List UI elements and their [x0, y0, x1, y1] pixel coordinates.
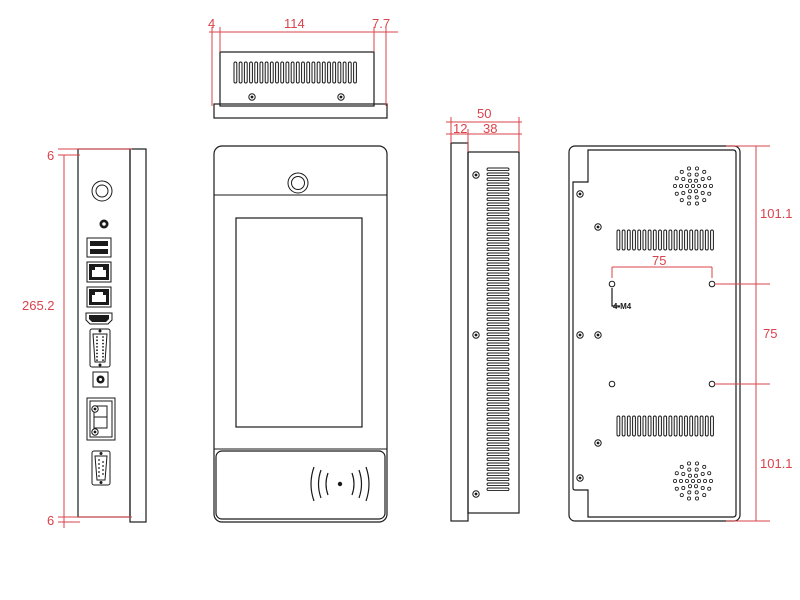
front-view [213, 145, 388, 523]
camera-icon [287, 172, 309, 194]
screw-icon [472, 490, 480, 498]
back-vent-bottom [616, 415, 714, 437]
port-side-view: 6 265.2 6 [22, 148, 147, 528]
ethernet-port-icon [86, 286, 112, 308]
audio-jack-icon [99, 219, 109, 229]
top-view: 4 114 7.7 [208, 16, 398, 119]
dim-left-top-margin: 6 [47, 148, 54, 163]
top-vent-slots [233, 61, 357, 84]
dim-side-back: 38 [483, 121, 497, 136]
profile-view: 50 12 38 [446, 106, 522, 522]
dim-left-bottom-margin: 6 [47, 513, 54, 528]
screw-icon [576, 331, 584, 339]
back-view: 75 4-M4 101.1 75 101.1 [568, 145, 793, 522]
screw-icon [576, 474, 584, 482]
dim-side-front: 12 [453, 121, 467, 136]
dim-left-height: 265.2 [22, 298, 55, 313]
terminal-block-icon [86, 397, 116, 441]
dim-top-right: 7.7 [372, 16, 390, 31]
screw-icon [472, 331, 480, 339]
ethernet-port-icon [86, 261, 112, 283]
dim-top-width: 114 [284, 16, 305, 31]
dim-back-bottom: 101.1 [760, 456, 793, 471]
speaker-grille-icon [673, 461, 714, 501]
side-vent-slots [486, 167, 510, 492]
dim-back-middle: 75 [763, 326, 777, 341]
dim-back-top: 101.1 [760, 206, 793, 221]
screw-icon [472, 171, 480, 179]
screw-icon [594, 223, 602, 231]
mount-label: 4-M4 [613, 302, 632, 311]
dim-side-total: 50 [477, 106, 491, 121]
screw-icon [248, 93, 256, 101]
power-button-icon [91, 180, 113, 202]
screw-icon [594, 439, 602, 447]
screw-icon [337, 93, 345, 101]
vga-port-icon [89, 328, 111, 368]
hdmi-port-icon [85, 312, 113, 325]
speaker-grille-icon [673, 166, 714, 206]
back-vent-top [616, 229, 714, 251]
display-screen [235, 217, 363, 428]
dim-top-left: 4 [208, 16, 215, 31]
serial-port-icon [91, 450, 111, 486]
dim-vesa-width: 75 [652, 253, 666, 268]
nfc-reader-icon [310, 466, 370, 502]
usb-port-icon [86, 237, 112, 258]
screw-icon [576, 190, 584, 198]
dc-power-icon [92, 371, 109, 388]
screw-icon [594, 331, 602, 339]
